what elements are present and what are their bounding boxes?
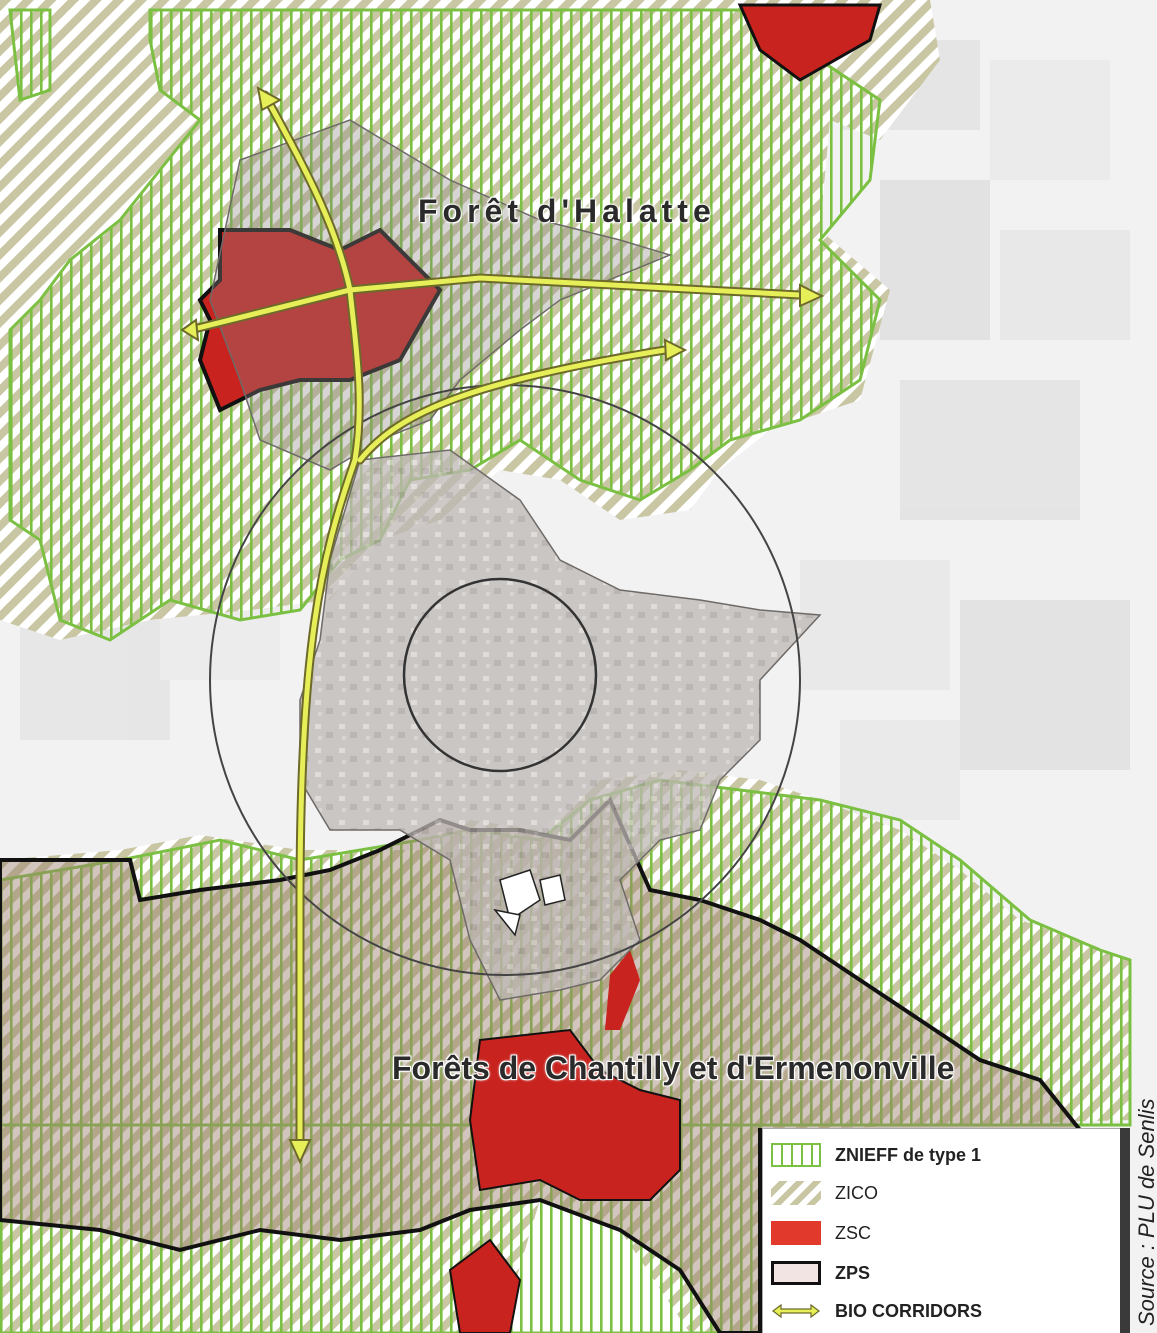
znieff-swatch-icon — [771, 1143, 821, 1167]
legend-label: ZICO — [835, 1182, 878, 1203]
legend-item-zps: ZPS — [771, 1255, 870, 1291]
legend-label: ZNIEFF de type 1 — [835, 1144, 982, 1165]
legend-item-bio-corridors: BIO CORRIDORS — [771, 1293, 982, 1329]
field-parcels — [20, 40, 1130, 820]
label-forets-chantilly: Forêts de Chantilly et d'Ermenonville — [392, 1050, 955, 1086]
source-credit: Source : PLU de Senlis — [1134, 1098, 1157, 1326]
legend-label: ZSC — [835, 1222, 871, 1243]
zps-swatch-icon — [771, 1261, 821, 1285]
legend-edge — [1120, 1128, 1130, 1333]
bio-corridors — [180, 86, 825, 1165]
label-foret-halatte: Forêt d'Halatte — [418, 193, 716, 229]
legend-label: ZPS — [835, 1262, 871, 1283]
zico-swatch-icon — [771, 1181, 821, 1205]
map-legend: ZNIEFF de type 1 ZICO ZSC ZPS BIO CORRID… — [762, 1128, 1120, 1333]
legend-item-znieff: ZNIEFF de type 1 — [771, 1137, 981, 1173]
zsc-swatch-icon — [771, 1221, 821, 1245]
legend-item-zico: ZICO — [771, 1175, 878, 1211]
zsc-zones — [197, 3, 882, 1333]
legend-item-zsc: ZSC — [771, 1215, 871, 1251]
legend-label: BIO CORRIDORS — [835, 1300, 983, 1321]
double-arrow-icon — [771, 1299, 821, 1323]
